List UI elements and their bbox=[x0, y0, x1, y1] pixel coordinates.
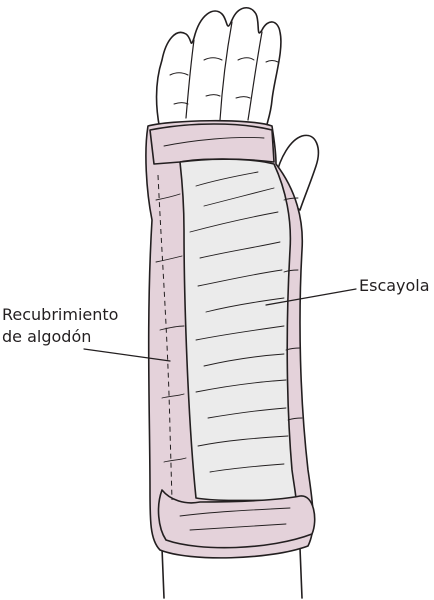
forearm bbox=[161, 547, 303, 599]
wrap-texture bbox=[155, 137, 303, 531]
hand bbox=[155, 7, 282, 131]
cast-leader-line bbox=[265, 288, 357, 306]
cast-label: Escayola bbox=[359, 276, 430, 295]
padding-dashed-edge bbox=[157, 174, 173, 501]
padding-fold-top bbox=[149, 123, 275, 165]
padding-fold-bottom bbox=[157, 489, 316, 549]
padding-leader-line bbox=[83, 348, 171, 362]
plaster-cast bbox=[179, 158, 297, 502]
padding-label-line2: de algodón bbox=[2, 327, 91, 346]
padding-label-line1: Recubrimiento bbox=[2, 305, 118, 324]
